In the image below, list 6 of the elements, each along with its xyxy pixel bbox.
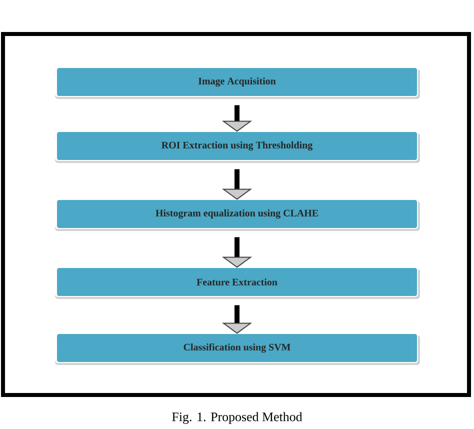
caption: Fig. 1. Proposed Method (172, 412, 302, 424)
process-box: Image Acquisition (55, 67, 420, 99)
process-box: Histogram equalization using CLAHE (55, 199, 420, 231)
process-box: ROI Extraction using Thresholding (55, 131, 420, 163)
process-box: Classification using SVM (55, 333, 420, 365)
process-box: Feature Extraction (55, 267, 420, 299)
